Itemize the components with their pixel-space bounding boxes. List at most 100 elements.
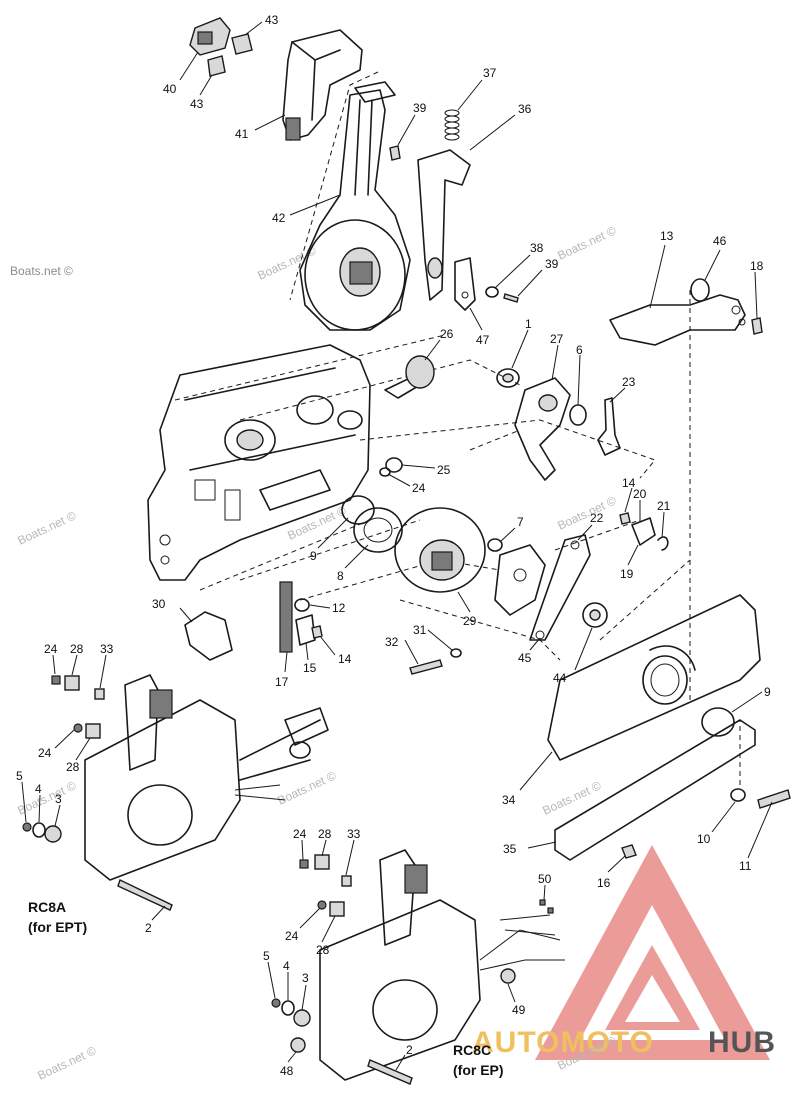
callout-label: 9	[310, 549, 317, 563]
callout-label: 38	[530, 241, 544, 255]
screw-16	[621, 844, 637, 859]
callout-label: 24	[285, 929, 299, 943]
cover-35	[554, 719, 756, 861]
screw-14-lower	[311, 625, 323, 639]
callout-label: 2	[145, 921, 152, 935]
bracket-47	[454, 257, 476, 311]
callout-label: 44	[553, 671, 567, 685]
small-parts-lower	[184, 581, 462, 675]
harness-connector-rc8a	[284, 707, 329, 746]
callout-label: 23	[622, 375, 636, 389]
handle-assembly	[189, 17, 411, 331]
screw-5-rc8a	[22, 822, 32, 832]
callout-label: 28	[70, 642, 84, 656]
pad-43-lower	[207, 55, 226, 77]
screw-39-top	[389, 145, 401, 161]
callout-label: 46	[713, 234, 727, 248]
grommet-49	[500, 968, 516, 984]
bushing-12	[294, 598, 310, 612]
bushing-44	[582, 602, 608, 628]
model-rc8a-name: RC8A	[28, 899, 66, 915]
callout-label: 10	[697, 832, 711, 846]
callout-label: 42	[272, 211, 286, 225]
callout-label: 14	[338, 652, 352, 666]
callout-label: 27	[550, 332, 564, 346]
bolt-11	[757, 789, 791, 809]
callout-label: 37	[483, 66, 497, 80]
callout-label: 17	[275, 675, 289, 689]
callout-label: 15	[303, 661, 317, 675]
pad-43-upper	[231, 33, 253, 55]
clip-15	[295, 614, 316, 646]
callout-label: 8	[337, 569, 344, 583]
part-20	[631, 517, 656, 546]
washer-24-mid	[379, 467, 391, 477]
callout-label: 12	[332, 601, 346, 615]
callout-label: 9	[764, 685, 771, 699]
callout-label: 24	[38, 746, 52, 760]
callout-label: 32	[385, 635, 399, 649]
model-labels: RC8A (for EPT) RC8C (for EP)	[28, 899, 504, 1078]
washer-6	[569, 404, 587, 426]
callout-label: 3	[302, 971, 309, 985]
watermark: Boats.net ©	[275, 768, 338, 807]
remote-rc8a	[22, 674, 329, 911]
handle-grip-41	[282, 29, 363, 141]
callout-label: 24	[293, 827, 307, 841]
callout-label: 43	[190, 97, 204, 111]
callout-label: 47	[476, 333, 490, 347]
gear-29	[394, 507, 486, 593]
cap-3-rc8c	[293, 1009, 311, 1027]
callout-label: 5	[263, 949, 270, 963]
callout-label: 49	[512, 1003, 526, 1017]
callout-label: 26	[440, 327, 454, 341]
leader-lines	[21, 21, 773, 1071]
callout-label: 43	[265, 13, 279, 27]
main-housing	[147, 344, 371, 581]
model-rc8c-name: RC8C	[453, 1042, 491, 1058]
brand-name-dark: HUB	[708, 1026, 776, 1059]
nut-25	[385, 457, 403, 473]
callout-label: 22	[590, 511, 604, 525]
callout-label: 25	[437, 463, 451, 477]
callout-label: 24	[44, 642, 58, 656]
bushing-7	[487, 538, 503, 552]
cam-assembly	[496, 368, 621, 481]
callout-label: 29	[463, 614, 477, 628]
callout-label: 28	[318, 827, 332, 841]
callout-label: 39	[545, 257, 559, 271]
plate-7	[494, 544, 546, 616]
callout-label: 41	[235, 127, 249, 141]
screw-39-right	[503, 293, 519, 303]
callout-label: 28	[316, 943, 330, 957]
callout-label: 4	[283, 959, 290, 973]
link-22	[529, 534, 591, 641]
callout-label: 18	[750, 259, 764, 273]
callout-label: 30	[152, 597, 166, 611]
callout-label: 1	[525, 317, 532, 331]
cap-3-rc8a	[44, 825, 62, 843]
nut-31	[450, 648, 462, 658]
bolt-2-rc8a	[117, 879, 173, 911]
callout-label: 35	[503, 842, 517, 856]
callout-label: 48	[280, 1064, 294, 1078]
automotohub-logo: AUTOMOTO HUB	[472, 845, 776, 1060]
watermark: Boats.net ©	[555, 493, 618, 532]
bolt-32	[409, 659, 443, 675]
callout-label: 36	[518, 102, 532, 116]
detent-assembly	[389, 109, 519, 311]
seal-9	[341, 495, 375, 525]
screw-14	[619, 512, 631, 525]
watermark: Boats.net ©	[15, 508, 78, 547]
assembly-guide-lines	[174, 71, 741, 785]
watermark: Boats.net ©	[35, 1043, 98, 1082]
washer-46	[690, 278, 710, 302]
callout-label: 39	[413, 101, 427, 115]
callout-label: 24	[412, 481, 426, 495]
cover-34	[547, 594, 761, 761]
brand-name-accent: AUTOMOTO	[472, 1026, 654, 1059]
callout-label: 4	[35, 782, 42, 796]
callout-label: 40	[163, 82, 177, 96]
link-assembly	[487, 512, 669, 641]
